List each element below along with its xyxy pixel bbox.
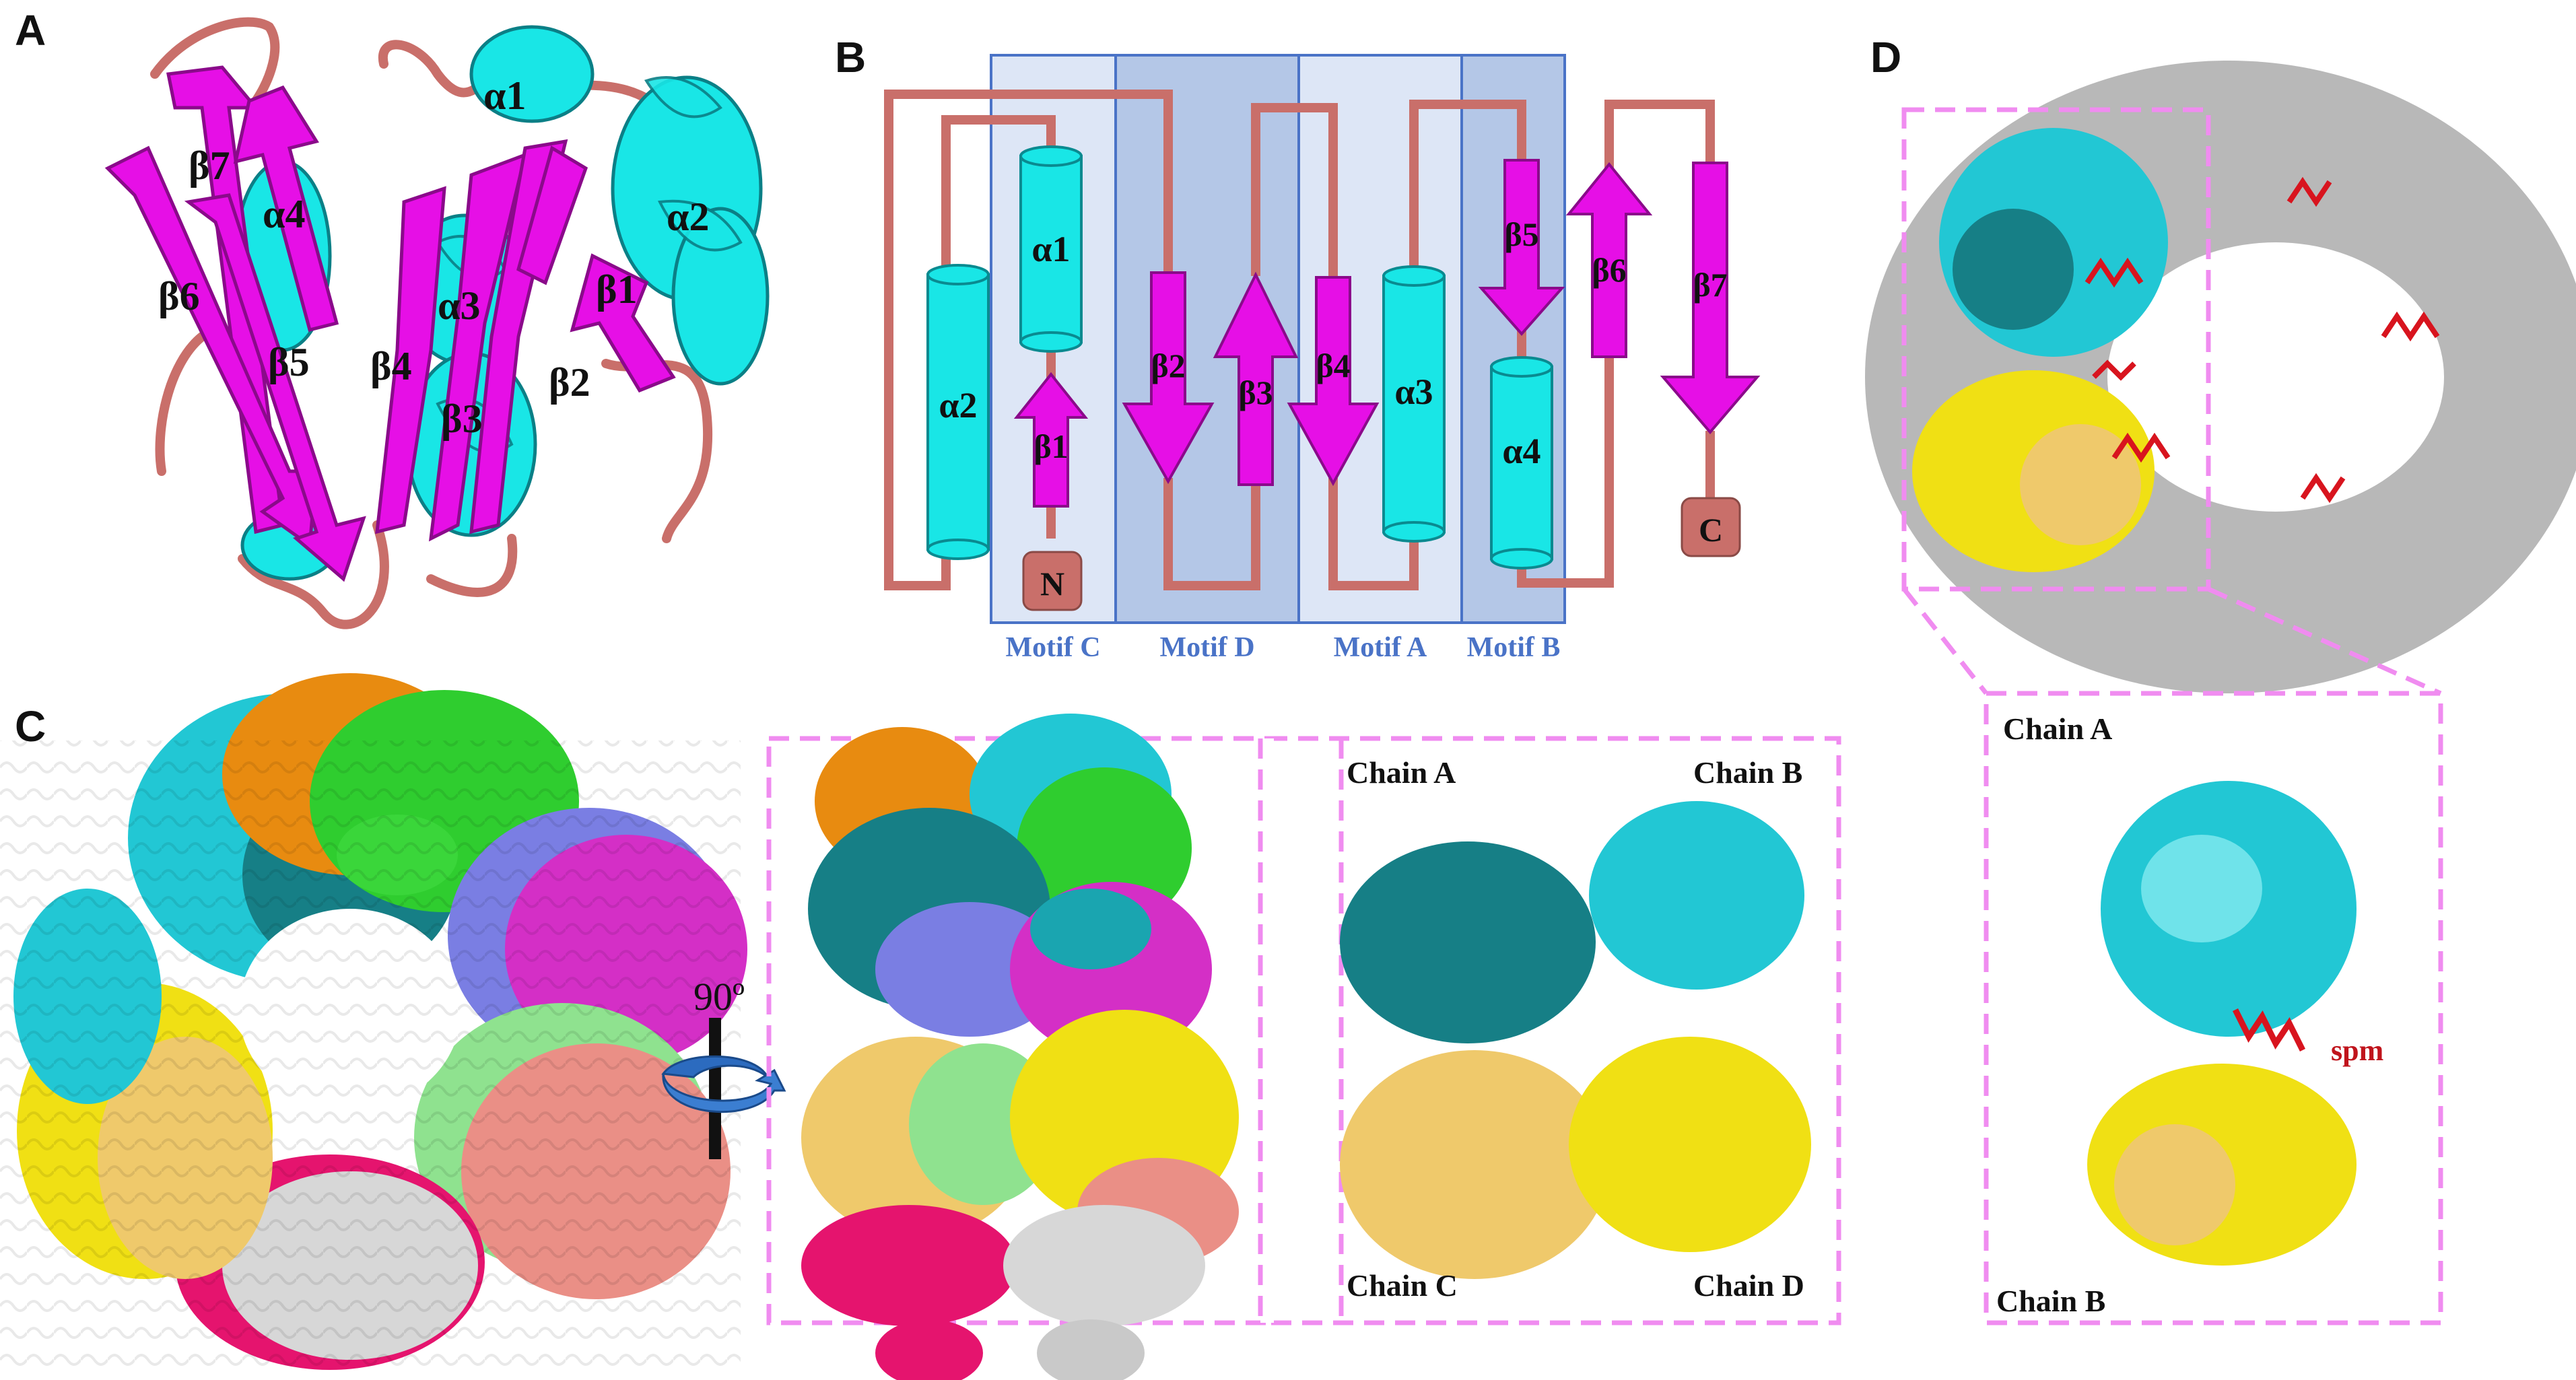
spermine-stick xyxy=(2232,1008,2306,1052)
c-terminus-label: C xyxy=(1699,511,1723,549)
panel-a-label-beta6: β6 xyxy=(158,274,200,318)
tetramer-chain-d-label: Chain D xyxy=(1693,1268,1804,1303)
topology-label-beta5: β5 xyxy=(1504,215,1538,253)
topology-label-alpha1: α1 xyxy=(1031,229,1070,269)
topology-label-beta7: β7 xyxy=(1693,266,1727,304)
panel-a-label-alpha2: α2 xyxy=(667,195,710,239)
topology-label-beta4: β4 xyxy=(1316,347,1350,384)
rotation-indicator xyxy=(661,1018,786,1159)
panel-a-label-alpha3: α3 xyxy=(438,283,481,328)
octamer-grey xyxy=(1865,61,2576,693)
panel-a-label-beta4: β4 xyxy=(370,344,412,388)
c-terminus-box xyxy=(1681,497,1741,557)
topology-strands xyxy=(1013,159,1761,508)
tetramer-view xyxy=(1340,801,1811,1279)
zoom-line-right xyxy=(2207,586,2442,696)
zoom-line-left xyxy=(1902,587,1988,695)
selection-box xyxy=(1901,107,2211,592)
tetramer-chain-c-label: Chain C xyxy=(1347,1268,1458,1303)
motif-label-d: Motif D xyxy=(1159,632,1254,663)
motif-label-b: Motif B xyxy=(1467,632,1561,663)
rotation-label: 90º xyxy=(693,975,745,1019)
topology-label-alpha3: α3 xyxy=(1394,372,1433,412)
topology-label-beta3: β3 xyxy=(1238,374,1273,411)
panel-a-label-beta3: β3 xyxy=(441,396,483,441)
octamer-side-view xyxy=(801,714,1239,1380)
panel-letter-b: B xyxy=(835,33,867,81)
panel-a-loops xyxy=(150,17,713,629)
octamer-ring-top-view xyxy=(0,673,747,1380)
panel-a-label-alpha1: α1 xyxy=(483,73,527,118)
zoom-box xyxy=(1984,691,2443,1325)
panel-letter-d: D xyxy=(1870,33,1902,81)
panel-a-label-beta5: β5 xyxy=(268,340,310,384)
ligand-label: spm xyxy=(2331,1034,2383,1067)
panel-a-label-beta7: β7 xyxy=(189,143,230,188)
motif-label-c: Motif C xyxy=(1005,632,1100,663)
topology-label-beta6: β6 xyxy=(1592,251,1626,289)
topology-label-beta1: β1 xyxy=(1033,427,1068,465)
dimer-zoom xyxy=(2087,781,2357,1266)
zoom-chain-a-label: Chain A xyxy=(2003,712,2112,746)
topology-label-alpha4: α4 xyxy=(1502,431,1540,471)
topology-label-alpha2: α2 xyxy=(939,385,977,425)
panel-a-label-beta2: β2 xyxy=(549,360,590,405)
n-terminus-box xyxy=(1022,551,1083,611)
panel-a-label-alpha4: α4 xyxy=(263,192,306,236)
spermine-ligands xyxy=(2084,176,2440,504)
topology-label-beta2: β2 xyxy=(1151,347,1185,384)
tetramer-chain-b-label: Chain B xyxy=(1693,755,1802,790)
n-terminus-label: N xyxy=(1040,565,1064,602)
panel-a-label-beta1: β1 xyxy=(596,267,638,312)
panel-letter-a: A xyxy=(15,6,46,55)
motif-label-a: Motif A xyxy=(1334,632,1427,663)
topology-helices xyxy=(926,145,1553,570)
panel-a-strands xyxy=(104,65,676,582)
zoom-chain-b-label: Chain B xyxy=(1996,1284,2105,1318)
tetramer-chain-a-label: Chain A xyxy=(1347,755,1456,790)
